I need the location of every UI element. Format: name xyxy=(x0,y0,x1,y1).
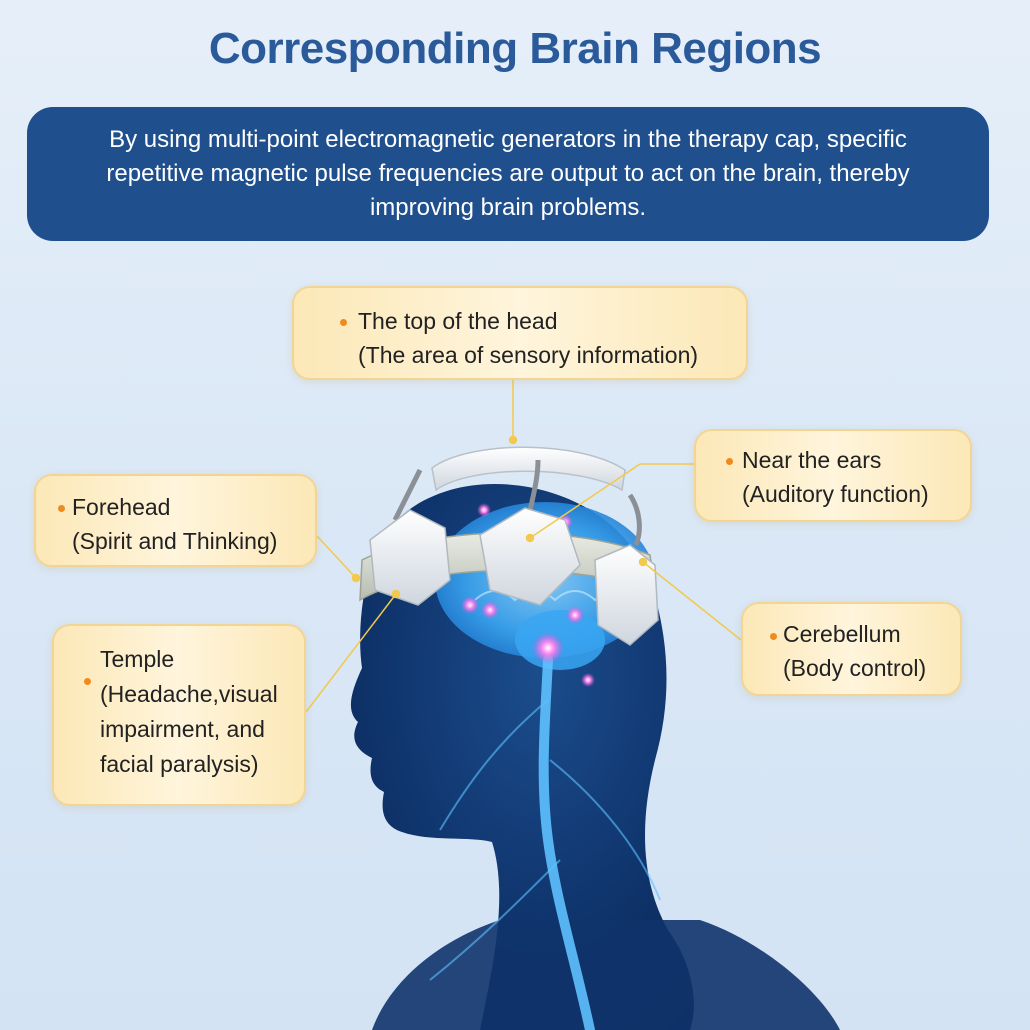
callout-cerebellum: Cerebellum (Body control) xyxy=(741,602,962,696)
therapy-cap-illustration xyxy=(359,446,659,646)
bullet-dot-icon xyxy=(58,505,65,512)
callout-detail: (The area of sensory information) xyxy=(358,342,699,368)
bullet-dot-icon xyxy=(84,678,91,685)
page-title: Corresponding Brain Regions xyxy=(208,24,822,73)
intro-banner: By using multi-point electromagnetic gen… xyxy=(27,107,989,241)
callout-top-of-head: The top of the head (The area of sensory… xyxy=(292,286,748,380)
bullet-dot-icon xyxy=(770,633,777,640)
callout-near-ears: Near the ears (Auditory function) xyxy=(694,429,972,522)
callout-detail: (Spirit and Thinking) xyxy=(72,528,278,554)
leader-lines xyxy=(305,380,742,713)
callout-title: The top of the head xyxy=(358,308,558,334)
bullet-dot-icon xyxy=(340,319,347,326)
intro-text: By using multi-point electromagnetic gen… xyxy=(106,126,910,221)
callout-detail: (Body control) xyxy=(783,655,927,681)
bullet-dot-icon xyxy=(726,458,733,465)
callout-title: Forehead xyxy=(72,494,171,520)
callout-detail-line: facial paralysis) xyxy=(100,751,259,777)
stimulation-points xyxy=(461,503,595,687)
callout-title: Near the ears xyxy=(742,447,882,473)
callout-title: Temple xyxy=(100,646,175,672)
callout-detail-line: impairment, and xyxy=(100,716,265,742)
callout-temple: Temple (Headache,visual impairment, and … xyxy=(52,624,306,806)
callout-detail-line: (Headache,visual xyxy=(100,681,278,707)
callout-detail: (Auditory function) xyxy=(742,481,929,507)
callout-forehead: Forehead (Spirit and Thinking) xyxy=(34,474,317,567)
callout-title: Cerebellum xyxy=(783,621,901,647)
